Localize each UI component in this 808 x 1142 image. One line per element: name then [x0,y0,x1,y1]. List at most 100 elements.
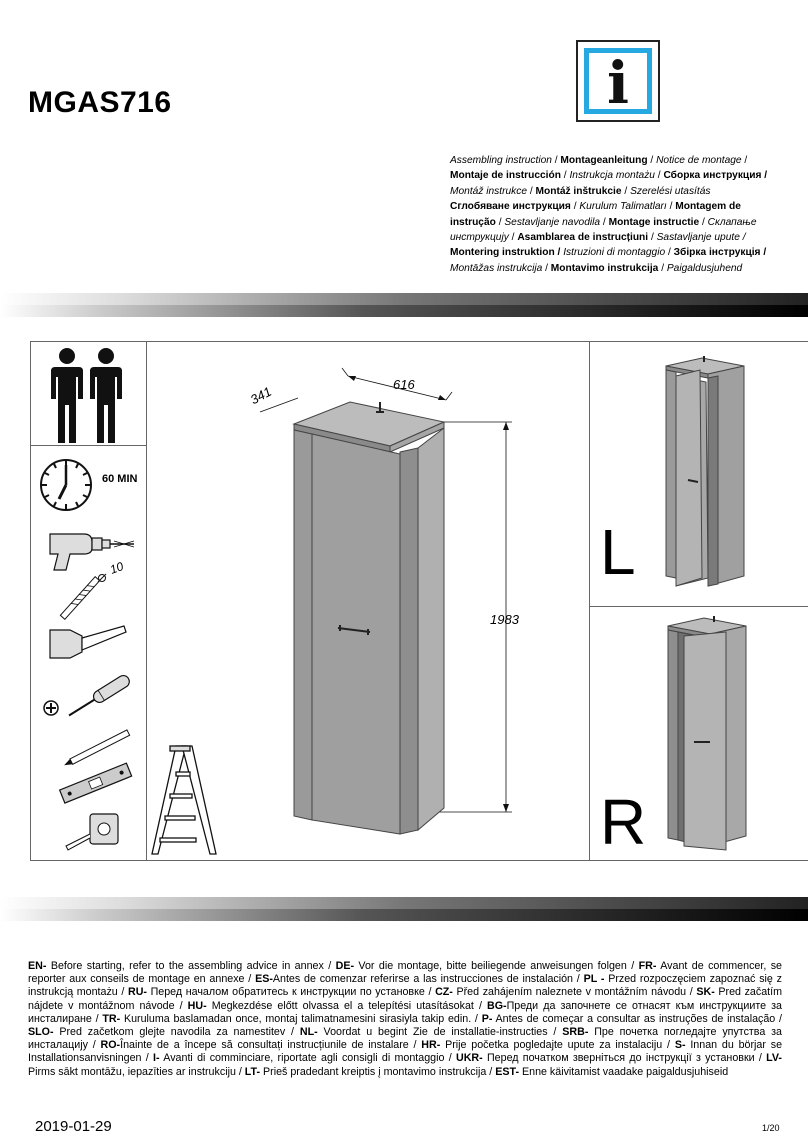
language-advice: Перед початком зверніться до інструкції … [482,1052,767,1065]
panel-divider [146,341,147,861]
language-code: DE- [335,960,355,972]
title-segment: / [495,216,505,228]
title-segment: Montering instruktion / [450,247,561,259]
title-segment: Sastavljanje upute / [656,232,746,244]
title-segment: Asamblarea de instrucțiuni [517,232,649,244]
title-segment: Paigaldusjuhend [666,262,743,274]
title-segment: Montagem de [675,201,741,213]
language-code: RU- [127,986,147,999]
drill-icon [49,533,135,571]
tape-measure-icon [65,813,119,851]
title-segment: Montageanleitung [560,155,648,166]
language-code: I- [153,1052,160,1065]
title-segment: Szerelési utasítás [630,185,711,197]
language-code: RO- [100,1039,121,1052]
language-advice: Avanti di comminciare, riportate agli co… [159,1052,456,1065]
title-segment: Сглобяване инструкция [450,201,571,213]
panel-divider [589,341,590,861]
right-variant-label: R [600,786,647,858]
title-segment: / [508,232,518,244]
language-code: TR- [102,1012,121,1025]
bottom-divider-bar-dark [0,909,808,921]
language-advice: Antes de comenzar referirse a las instru… [272,973,584,986]
title-segment: / [666,201,676,213]
title-segment: / [570,201,580,213]
language-advice: Pirms sākt montāžu, iepazīties ar instru… [28,1065,245,1078]
title-segment: Склапање [707,216,757,228]
title-segment: Сборка инструкция / [663,170,768,182]
multilingual-assembly-advice: EN- Before starting, refer to the assemb… [28,960,782,1079]
title-segment: Assembling instruction [450,155,552,166]
title-segment: / [527,185,536,197]
left-variant-label: L [600,516,636,588]
language-advice: Kuruluma baslamadan once, montaj talimat… [120,1012,482,1025]
language-code: S- [674,1039,686,1052]
height-dimension: 1983 [490,612,519,627]
language-advice: Пре почетка погледајте упутства за инста… [28,1026,782,1052]
instruction-titles: Assembling instruction / Montageanleitun… [450,153,790,276]
title-segment: Montáž instrukce [450,185,528,197]
right-door-cabinet-drawing [667,616,747,851]
title-segment: Montage instructie [608,216,700,228]
illustration-panel [30,341,808,861]
language-advice: Před zahájením naleznete v montážním náv… [452,986,697,999]
panel-divider [589,606,808,607]
title-segment: / [560,170,570,182]
language-code: HR- [421,1039,441,1052]
left-door-cabinet-drawing [665,356,745,587]
title-segment: Kurulum Talimatları [579,201,667,213]
language-code: EST- [495,1065,520,1078]
language-advice: Pred začetkom glejte navodila za namesti… [53,1026,300,1039]
document-date: 2019-01-29 [35,1118,112,1135]
title-segment: Istruzioni di montaggio [563,247,666,259]
language-advice: Pred začatím nájdete v montážnom návode … [28,986,783,1012]
language-code: NL- [299,1026,318,1039]
two-persons-icon [51,348,122,443]
language-advice: Vor die montage, bitte beiliegende anwei… [354,960,639,972]
language-advice: Innan du börjar se Installationsanvisnin… [28,1039,783,1065]
hammer-icon [49,625,127,659]
language-code: CZ- [435,986,453,999]
language-code: PL - [583,973,605,986]
title-segment: / [542,262,551,274]
title-segment: Збірка інструкція / [673,247,767,259]
title-segment: / [699,216,708,228]
title-segment: Notice de montage [656,155,742,166]
title-segment: Instrukcja montażu [569,170,655,182]
pencil-icon [64,729,131,766]
width-dimension: 616 [393,377,415,392]
top-divider-bar [0,293,808,305]
title-segment: Montaje de instrucción [450,170,561,182]
language-code: SRB- [562,1026,589,1039]
language-advice: Megkezdése előtt olvassa el a telepítési… [206,999,487,1012]
assembly-time: 60 MIN [102,473,138,485]
language-code: ES- [255,973,273,986]
language-code: UKR- [455,1052,483,1065]
title-segment: / [551,155,561,166]
title-segment: / [647,155,657,166]
language-advice: Voordat u begint Zie de installatie-inst… [317,1026,563,1039]
language-advice: Enne käivitamist vaadake paigaldusjuhise… [519,1065,729,1078]
language-code: LT- [244,1065,261,1078]
language-code: LV- [766,1052,782,1065]
page-number: 1/20 [762,1123,780,1133]
title-segment: instrução [450,216,496,228]
title-segment: / [658,262,667,274]
language-code: SLO- [28,1026,54,1039]
language-advice: Przed rozpoczęciem zapoznać się z instru… [28,973,782,999]
language-code: BG- [487,999,507,1012]
language-advice: Antes de começar a consultar as instruçõ… [492,1012,782,1025]
top-divider-bar-dark [0,305,808,317]
stepladder-icon [151,745,217,855]
language-advice: Avant de commencer, se reporter aux cons… [28,960,783,986]
language-code: P- [481,1012,493,1025]
language-advice: Prieš pradedant kreiptis į montavimo ins… [260,1065,496,1078]
title-segment: / [665,247,674,259]
language-advice: Prije početka pogledajte upute za instal… [440,1039,675,1052]
bottom-divider-bar [0,897,808,909]
language-advice: Перед началом обратитесь к инструкции по… [146,986,436,999]
language-code: EN- [28,960,47,972]
title-segment: / [654,170,664,182]
title-segment: Montáž inštrukcie [535,185,622,197]
title-segment: Montāžas instrukcija [450,262,543,274]
